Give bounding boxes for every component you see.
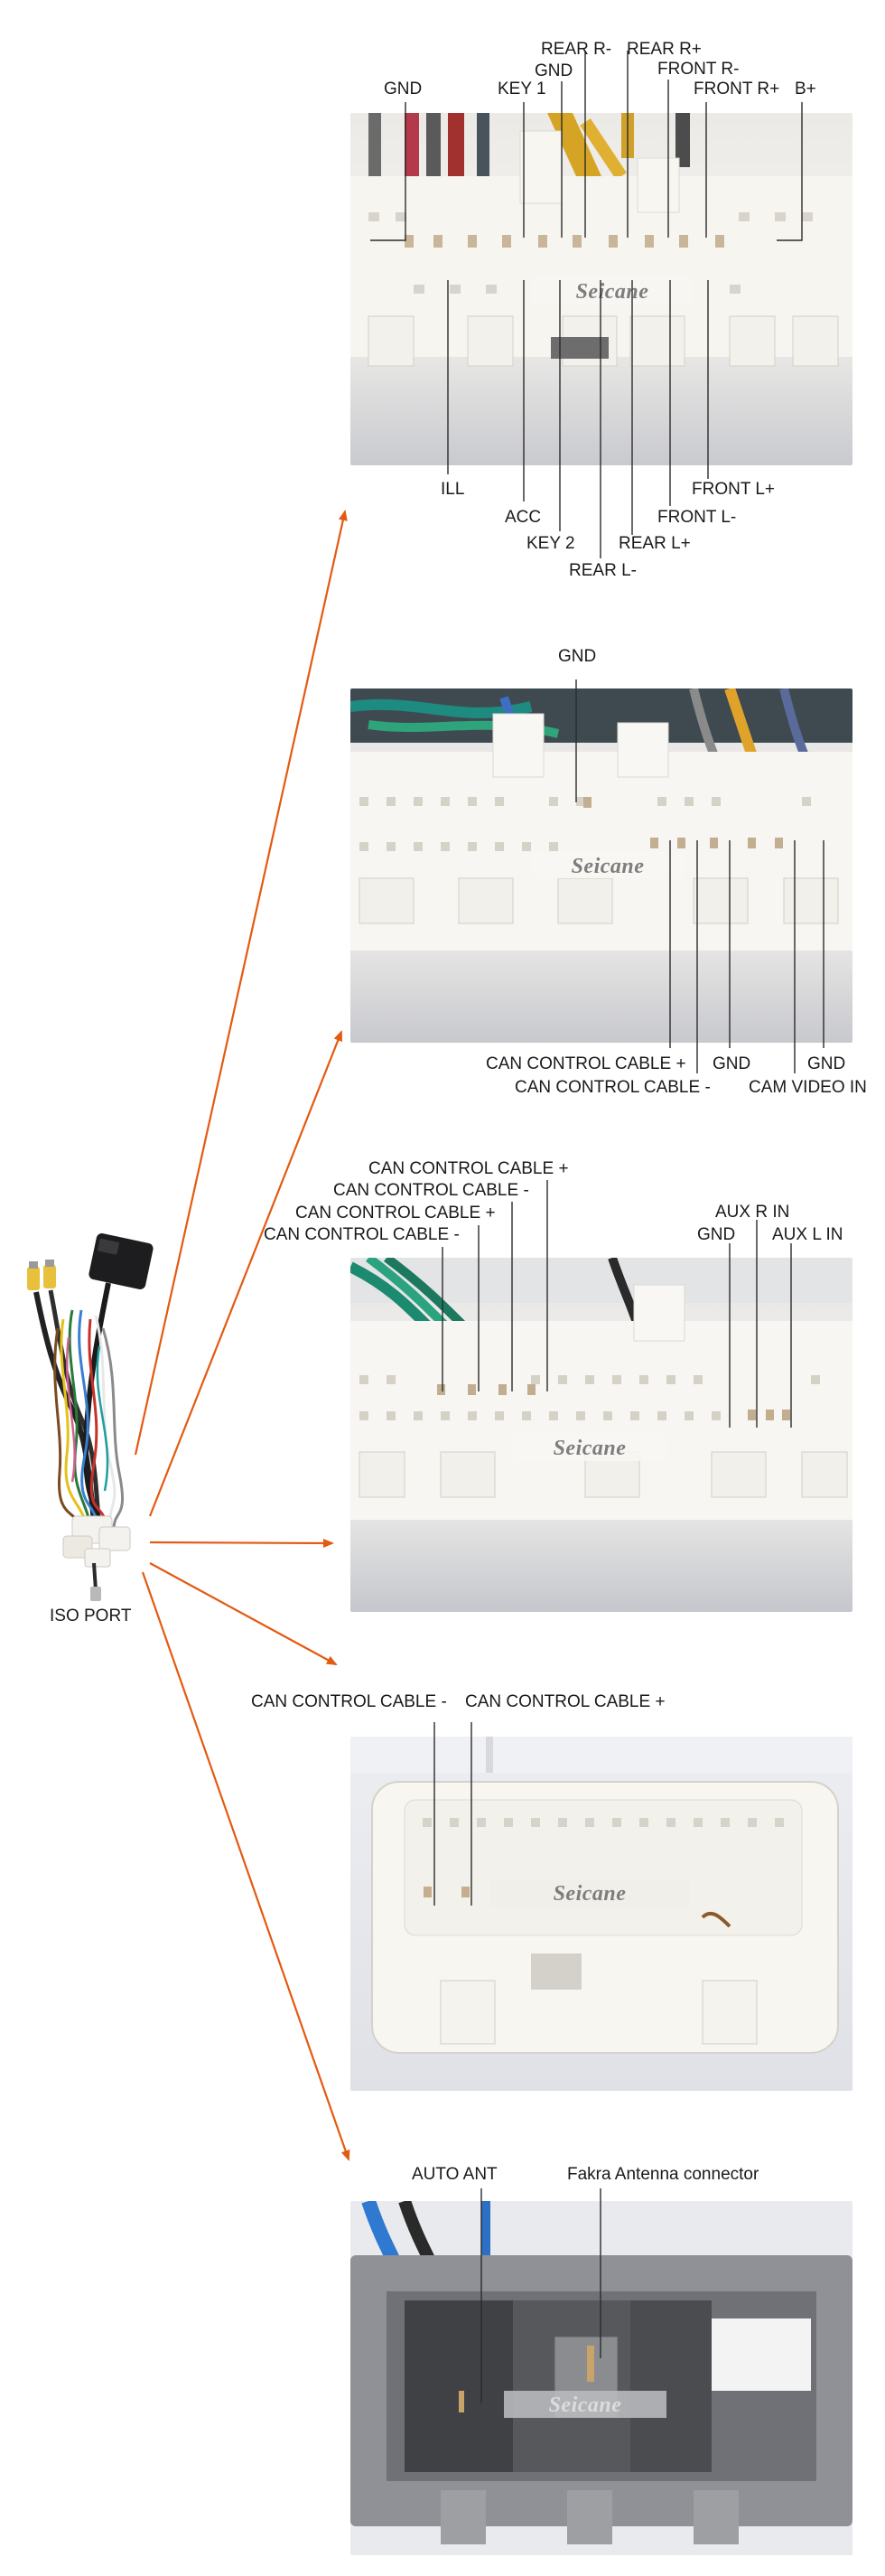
pin-label-rear-l-minus: REAR L- <box>569 561 637 580</box>
pin-label-key-2: KEY 2 <box>526 534 575 553</box>
pin-label-can-minus-c4: CAN CONTROL CABLE - <box>251 1692 447 1711</box>
pin-label-auto-ant: AUTO ANT <box>412 2165 498 2184</box>
brand-watermark-5: Seicane <box>549 2393 622 2417</box>
pin-label-can-minus-c3-a: CAN CONTROL CABLE - <box>333 1181 529 1200</box>
brand-watermark-2: Seicane <box>572 855 645 878</box>
pin-label-front-r-minus: FRONT R- <box>657 60 740 79</box>
pin-label-acc: ACC <box>505 508 542 527</box>
pin-label-can-minus-c2: CAN CONTROL CABLE - <box>515 1078 711 1097</box>
pin-label-rear-r-minus: REAR R- <box>541 40 612 59</box>
pin-label-aux-l-in: AUX L IN <box>772 1225 843 1244</box>
pin-label-ill: ILL <box>441 480 465 499</box>
arrow-to-connector-3 <box>149 1538 334 1548</box>
brand-watermark-3: Seicane <box>554 1437 627 1460</box>
iso-harness-illustration <box>27 1233 154 1601</box>
pin-label-fakra-antenna: Fakra Antenna connector <box>567 2165 759 2184</box>
pin-label-gnd-1: GND <box>384 80 423 98</box>
pin-label-rear-l-plus: REAR L+ <box>619 534 691 553</box>
pin-label-b-plus: B+ <box>795 80 816 98</box>
pin-label-can-minus-c3-b: CAN CONTROL CABLE - <box>264 1225 460 1244</box>
pin-label-front-l-minus: FRONT L- <box>657 508 737 527</box>
pin-label-can-plus-c3-b: CAN CONTROL CABLE + <box>295 1204 496 1222</box>
pin-label-cam-video-in: CAM VIDEO IN <box>749 1078 867 1097</box>
pin-label-gnd-c3: GND <box>697 1225 736 1244</box>
arrow-to-connector-5 <box>141 1571 350 2161</box>
brand-watermark-1: Seicane <box>576 280 649 304</box>
pin-label-gnd-c2-top: GND <box>558 647 597 666</box>
pin-label-front-r-plus: FRONT R+ <box>694 80 780 98</box>
connector-3-photo: Seicane <box>350 1258 852 1612</box>
iso-port-label: ISO PORT <box>50 1606 132 1625</box>
pin-label-can-plus-c3-a: CAN CONTROL CABLE + <box>368 1159 569 1178</box>
pin-label-aux-r-in: AUX R IN <box>715 1203 790 1222</box>
pin-label-can-plus-c4: CAN CONTROL CABLE + <box>465 1692 666 1711</box>
pin-label-gnd-c2-b: GND <box>807 1054 846 1073</box>
pin-label-rear-r-plus: REAR R+ <box>627 40 702 59</box>
pin-label-gnd-c2-a: GND <box>713 1054 751 1073</box>
connector-5-photo: Seicane <box>350 2201 852 2555</box>
pin-label-front-l-plus: FRONT L+ <box>692 480 776 499</box>
brand-watermark-4: Seicane <box>554 1882 627 1906</box>
connector-1-photo: Seicane <box>350 113 852 465</box>
arrow-to-connector-2 <box>148 1030 343 1517</box>
pin-label-gnd-2: GND <box>535 61 573 80</box>
pin-label-can-plus-c2: CAN CONTROL CABLE + <box>486 1054 686 1073</box>
arrow-to-connector-1 <box>134 510 348 1456</box>
connector-2-photo: Seicane <box>350 688 852 1043</box>
arrow-to-connector-4 <box>149 1562 338 1665</box>
pin-label-key-1: KEY 1 <box>498 80 546 98</box>
